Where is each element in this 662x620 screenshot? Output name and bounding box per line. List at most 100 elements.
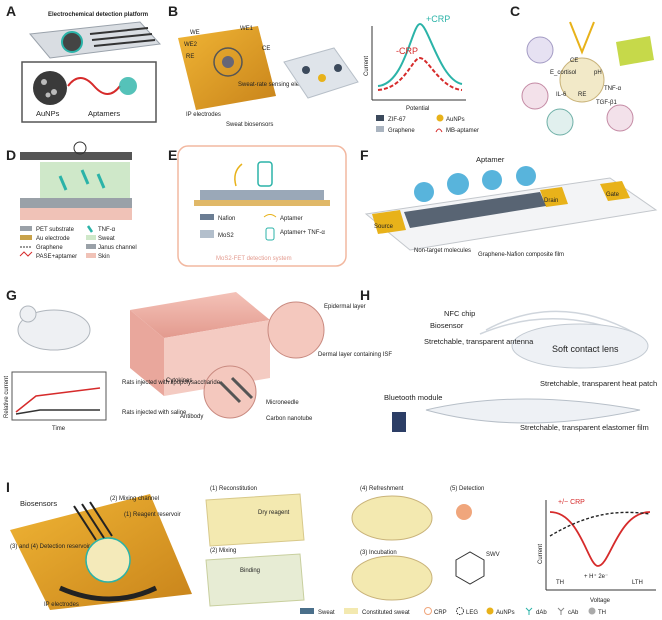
i-legend-dab-icon bbox=[525, 607, 533, 615]
i-legend-crp-icon bbox=[424, 607, 432, 615]
graphene-sheet bbox=[283, 47, 359, 99]
aunp-particle-1 bbox=[318, 74, 326, 82]
g-rat bbox=[17, 309, 91, 351]
legend-zif: ZIF-67 bbox=[388, 117, 406, 123]
d-tnf-1 bbox=[80, 169, 90, 185]
i-reagent-reservoir-label: (1) Reagent reservoir bbox=[124, 512, 181, 518]
i-legend: Sweat Constituted sweat CRP LEG AuNPs dA… bbox=[300, 607, 606, 616]
g-dermal-label: Dermal layer containing ISF bbox=[318, 352, 392, 358]
g-saline-label: Rats injected with saline bbox=[122, 410, 187, 416]
i-crp-molecule bbox=[456, 504, 472, 520]
f-substrate bbox=[364, 177, 658, 251]
d-legend-au-icon bbox=[20, 235, 32, 240]
i-legend-leg-icon bbox=[456, 607, 464, 615]
i-lead-2 bbox=[81, 503, 105, 539]
b-we2-label: WE2 bbox=[184, 42, 198, 48]
b-caption: Sweat biosensors bbox=[226, 122, 273, 128]
g-lps-curve bbox=[15, 387, 101, 413]
i-legend-dab: dAb bbox=[536, 610, 547, 616]
i-reconstitution-chamber bbox=[205, 493, 305, 547]
b-ip-electrodes-label: IP electrodes bbox=[186, 112, 221, 118]
panel-c-letter: C bbox=[510, 3, 520, 19]
panel-e-letter: E bbox=[168, 147, 177, 163]
cv-x-label: Potential bbox=[406, 106, 429, 112]
panel-e: E Nafion Aptamer MoS2 Aptamer+ TNF-α MoS… bbox=[168, 145, 347, 267]
i-graphene-hex bbox=[455, 551, 485, 585]
e-aptamer-free bbox=[234, 163, 243, 187]
g-zoom-circle-upper bbox=[267, 301, 325, 359]
d-meter-icon bbox=[73, 141, 87, 155]
c-wheel bbox=[521, 21, 654, 136]
legend-mb-aptamer: MB-aptamer bbox=[446, 128, 479, 134]
g-saline-curve bbox=[15, 409, 100, 415]
minus-crp-label: -CRP bbox=[396, 46, 418, 56]
f-gate-label: Gate bbox=[606, 192, 620, 198]
d-legend-tnf-icon bbox=[86, 225, 94, 233]
i-voltage-label: Voltage bbox=[590, 598, 611, 604]
panel-g: G Epidermal layer Dermal layer containin… bbox=[4, 287, 392, 432]
g-antibody-label: Antibody bbox=[180, 414, 203, 420]
g-y-label: Relative current bbox=[4, 376, 10, 418]
g-cytokines-label: Cytokines bbox=[166, 378, 192, 384]
b-we-label: WE bbox=[190, 30, 200, 36]
g-microneedle-label: Microneedle bbox=[266, 400, 299, 406]
d-legend-janus-icon bbox=[86, 244, 96, 249]
panel-i-letter: I bbox=[6, 479, 10, 495]
legend-graphene-icon bbox=[376, 126, 384, 132]
legend-aunps-icon bbox=[436, 114, 444, 122]
i-legend-cab-icon bbox=[557, 607, 565, 615]
f-drain bbox=[540, 187, 568, 207]
panel-a-title: Electrochemical detection platform bbox=[48, 12, 148, 18]
i-detection-label: (5) Detection bbox=[450, 486, 484, 492]
chip-lead-3 bbox=[93, 39, 156, 47]
cv-y-label: Current bbox=[364, 56, 370, 76]
d-legend-graphene: Graphene bbox=[36, 245, 63, 251]
i-crp-curve bbox=[549, 511, 651, 567]
h-bluetooth-module bbox=[392, 412, 406, 432]
h-antenna-arc-1 bbox=[485, 310, 641, 337]
c-ph-label: pH bbox=[594, 70, 602, 76]
sweat-biosensor-patch bbox=[178, 26, 276, 110]
f-non-target-label: Non-target molecules bbox=[414, 248, 471, 254]
i-legend-aunps: AuNPs bbox=[496, 610, 515, 616]
i-incubation-reservoir bbox=[351, 555, 433, 601]
i-incubation-label: (3) Incubation bbox=[360, 550, 397, 556]
panel-b: B WE WE1 WE2 RE CE Sweat-rate sensing el… bbox=[168, 3, 479, 134]
c-sensor-4 bbox=[606, 104, 634, 132]
chip-lead-2 bbox=[91, 33, 153, 41]
legend-zif-icon bbox=[376, 115, 384, 121]
panel-f-letter: F bbox=[360, 147, 369, 163]
i-legend-th-icon bbox=[588, 607, 596, 615]
f-graphene-film bbox=[404, 192, 546, 228]
e-channel bbox=[200, 190, 324, 200]
c-patch bbox=[616, 36, 654, 66]
d-legend-sweat-icon bbox=[86, 235, 96, 240]
h-elastomer-label: Stretchable, transparent elastomer film bbox=[520, 423, 649, 432]
i-mixing-label: (2) Mixing bbox=[210, 548, 236, 554]
d-janus-layer bbox=[20, 198, 132, 208]
h-biosensor-label: Biosensor bbox=[430, 321, 464, 330]
c-center-disk bbox=[559, 57, 605, 103]
g-nanotube-label: Carbon nanotube bbox=[266, 416, 313, 422]
i-reconstitution-label: (1) Reconstitution bbox=[210, 486, 257, 492]
aptamer-strand bbox=[67, 77, 121, 95]
h-antenna-label: Stretchable, transparent antenna bbox=[424, 337, 534, 346]
panel-f: F Aptamer Source Drain Gate Non-target m… bbox=[360, 147, 658, 258]
zif-particle-2 bbox=[334, 64, 342, 72]
minus-crp-curve bbox=[377, 56, 463, 91]
i-ip-electrodes-label: IP electrodes bbox=[44, 602, 79, 608]
legend-aunps: AuNPs bbox=[446, 117, 465, 123]
i-mixing-channel-label: (2) Mixing channel bbox=[110, 496, 159, 502]
i-lead-3 bbox=[89, 501, 113, 537]
c-tgf-label: TGF-β1 bbox=[596, 100, 617, 106]
i-lead-1 bbox=[73, 505, 97, 541]
legend-graphene: Graphene bbox=[388, 128, 415, 134]
i-legend-leg: LEG bbox=[466, 610, 478, 616]
i-dry-reagent-label: Dry reagent bbox=[258, 510, 290, 516]
f-aptamer-4 bbox=[516, 166, 536, 186]
i-legend-crp: CRP bbox=[434, 610, 447, 616]
i-mixing-chamber bbox=[205, 553, 305, 607]
f-gate bbox=[600, 181, 630, 201]
e-substrate bbox=[194, 200, 330, 206]
h-heat-label: Stretchable, transparent heat patch bbox=[540, 379, 657, 388]
